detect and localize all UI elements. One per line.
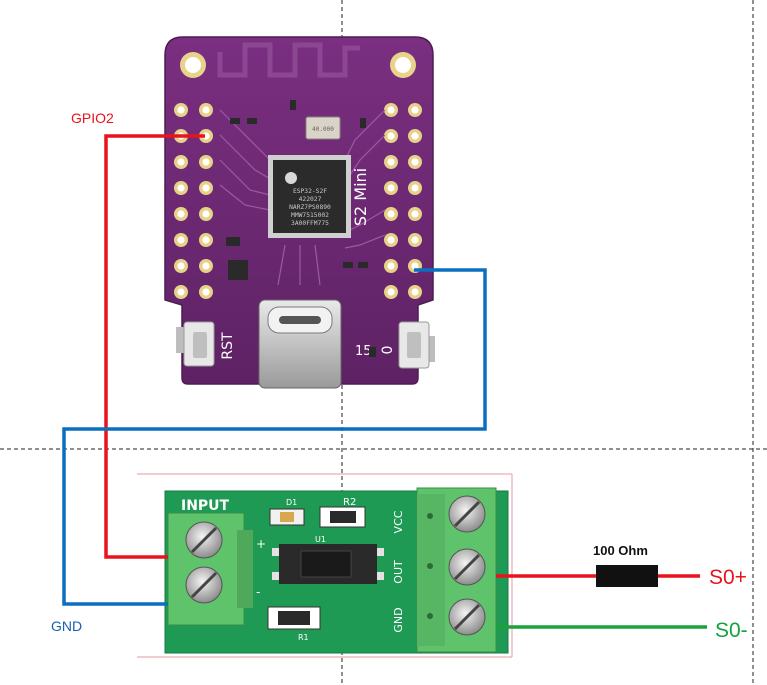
header-pin-hole [202, 262, 210, 270]
gnd-label: GND [51, 618, 82, 634]
header-pin-hole [411, 106, 419, 114]
pin-row-left-inner [199, 103, 213, 299]
board-name-label: S2 Mini [351, 168, 370, 226]
pin-15-label: 15 [355, 344, 372, 359]
chip-marking-line: MMW7515002 [291, 212, 329, 219]
header-pin-hole [177, 106, 185, 114]
input-terminal-block: + - [167, 512, 266, 626]
header-pin-hole [177, 236, 185, 244]
gpio2-label: GPIO2 [71, 110, 114, 126]
header-pin-hole [202, 236, 210, 244]
gnd-wire [62, 268, 487, 606]
chip-marking-line: ESP32-S2F [293, 188, 327, 195]
chip-marking-line: NARZ7PS0890 [289, 204, 331, 211]
svg-text:40.000: 40.000 [312, 126, 334, 133]
usb-c-connector [258, 299, 342, 389]
output-terminal-block [416, 487, 497, 653]
rst-label: RST [220, 332, 236, 360]
d1-label: D1 [286, 498, 297, 507]
header-pin-hole [177, 158, 185, 166]
led [369, 347, 376, 357]
header-pin-hole [387, 184, 395, 192]
header-pin-hole [387, 288, 395, 296]
header-pin-hole [177, 262, 185, 270]
header-pin-hole [387, 158, 395, 166]
out-label: OUT [392, 560, 405, 584]
resistor-100-ohm [596, 565, 658, 587]
pin-row-right-outer [408, 103, 422, 299]
wires [62, 134, 707, 629]
header-pin-hole [202, 106, 210, 114]
header-pin-hole [411, 184, 419, 192]
s0-plus-label: S0+ [709, 566, 747, 589]
header-pin-hole [411, 210, 419, 218]
header-pin-hole [177, 210, 185, 218]
chip-marking-line: 3A00FFM775 [291, 220, 329, 227]
header-pin-hole [202, 158, 210, 166]
boot-button: 0 [380, 321, 435, 369]
gnd-pin-label: GND [392, 607, 405, 632]
r2-label: R2 [343, 497, 356, 508]
s0-minus-label: S0- [715, 619, 748, 642]
header-pin-hole [411, 158, 419, 166]
mounting-holes [180, 52, 416, 78]
smd-components [226, 100, 368, 280]
header-pin-hole [387, 132, 395, 140]
header-pin-hole [411, 236, 419, 244]
pin-row-right-inner [384, 103, 398, 299]
r1-label: R1 [298, 633, 309, 642]
chip-marking-line: 422027 [299, 196, 322, 203]
input-plus-label: + [256, 537, 266, 551]
input-minus-label: - [256, 585, 260, 599]
header-pin-hole [411, 288, 419, 296]
optocoupler-chip [272, 544, 384, 584]
header-pin-hole [411, 262, 419, 270]
boot-label: 0 [380, 346, 396, 355]
header-pin-hole [202, 288, 210, 296]
gpio2-wire [104, 134, 205, 559]
espressif-logo-icon [285, 172, 297, 184]
header-pin-hole [387, 106, 395, 114]
input-title: INPUT [181, 498, 230, 514]
header-pin-hole [387, 210, 395, 218]
header-pin-hole [177, 288, 185, 296]
header-pin-hole [411, 132, 419, 140]
header-pin-hole [202, 210, 210, 218]
crystal-oscillator: 40.000 [305, 116, 341, 140]
optocoupler-module: INPUT + - D1 R2 U1 [164, 487, 509, 654]
resistor-label: 100 Ohm [593, 543, 648, 558]
header-pin-hole [202, 184, 210, 192]
pcb-traces [219, 109, 386, 286]
u1-label: U1 [315, 535, 326, 544]
pin-row-left-outer [174, 103, 188, 299]
vcc-label: VCC [392, 510, 405, 533]
antenna-trace [217, 42, 360, 78]
header-pin-hole [387, 236, 395, 244]
header-pin-hole [202, 132, 210, 140]
rst-button: RST [176, 321, 236, 367]
header-pin-hole [387, 262, 395, 270]
header-pin-hole [177, 184, 185, 192]
